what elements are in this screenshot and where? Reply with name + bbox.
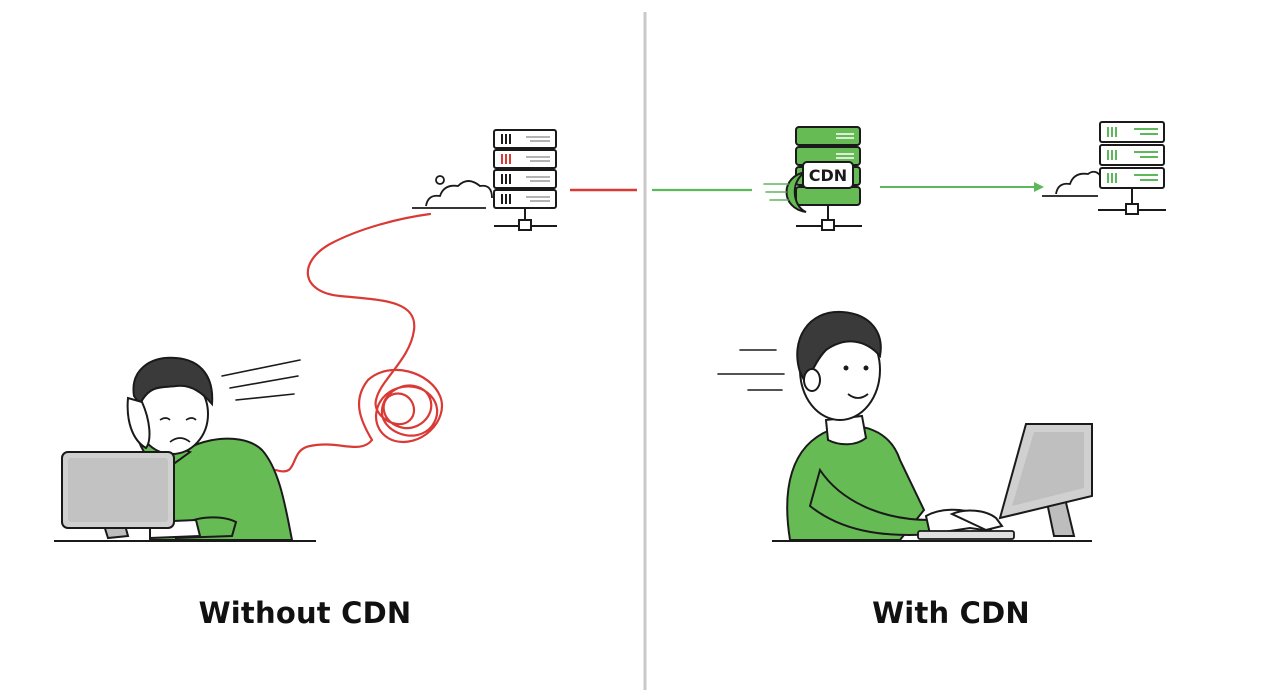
happy-user: [786, 310, 1004, 541]
cdn-server-icon: [763, 126, 862, 231]
tangled-slow-route: [274, 212, 443, 473]
speed-lines-icon: [221, 359, 301, 401]
cloud-icon: [412, 175, 493, 209]
cloud-icon: [1042, 170, 1103, 197]
caption-with-cdn: With CDN: [872, 596, 1030, 630]
caption-without-cdn: Without CDN: [198, 596, 412, 630]
fast-route-arrow: [880, 182, 1044, 192]
monitor-icon: [61, 451, 175, 540]
speed-lines-icon: [717, 349, 785, 391]
monitor-icon: [998, 423, 1093, 537]
origin-server-icon: [1098, 121, 1166, 215]
keyboard: [917, 530, 1015, 540]
origin-server-icon: [493, 129, 557, 231]
cdn-badge-label: CDN: [809, 166, 847, 185]
